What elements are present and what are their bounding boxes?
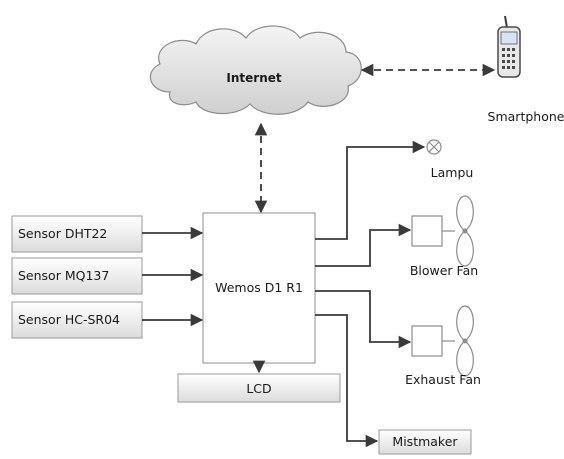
sensor-hcsr04-box: Sensor HC-SR04	[11, 301, 143, 339]
sensor-mq137-label: Sensor MQ137	[18, 268, 109, 283]
sensor-hcsr04-label: Sensor HC-SR04	[18, 312, 120, 327]
controller-box: Wemos D1 R1	[202, 212, 316, 364]
blower-fan-icon	[411, 195, 474, 267]
controller-label: Wemos D1 R1	[215, 280, 303, 295]
internet-cloud: Internet	[149, 25, 362, 115]
controller-blower-link	[315, 223, 412, 267]
lamp-icon	[426, 139, 442, 155]
internet-label: Internet	[226, 71, 281, 85]
mistmaker-label: Mistmaker	[392, 434, 458, 449]
lcd-label: LCD	[246, 381, 271, 396]
sensor-dht22-box: Sensor DHT22	[11, 215, 143, 253]
lcd-box: LCD	[177, 373, 341, 403]
blower-fan-label: Blower Fan	[410, 263, 478, 278]
controller-lampu-link	[315, 140, 426, 240]
smartphone-icon	[497, 15, 521, 78]
mistmaker-box: Mistmaker	[378, 429, 472, 455]
lampu-label: Lampu	[431, 165, 474, 180]
smartphone-label: Smartphone	[488, 109, 564, 124]
exhaust-fan-icon	[411, 305, 474, 377]
sensor-dht22-label: Sensor DHT22	[18, 226, 107, 241]
controller-exhaust-link	[315, 290, 412, 349]
exhaust-fan-label: Exhaust Fan	[405, 372, 481, 387]
sensor-mq137-box: Sensor MQ137	[11, 257, 143, 295]
controller-mistmaker-link	[315, 314, 379, 448]
